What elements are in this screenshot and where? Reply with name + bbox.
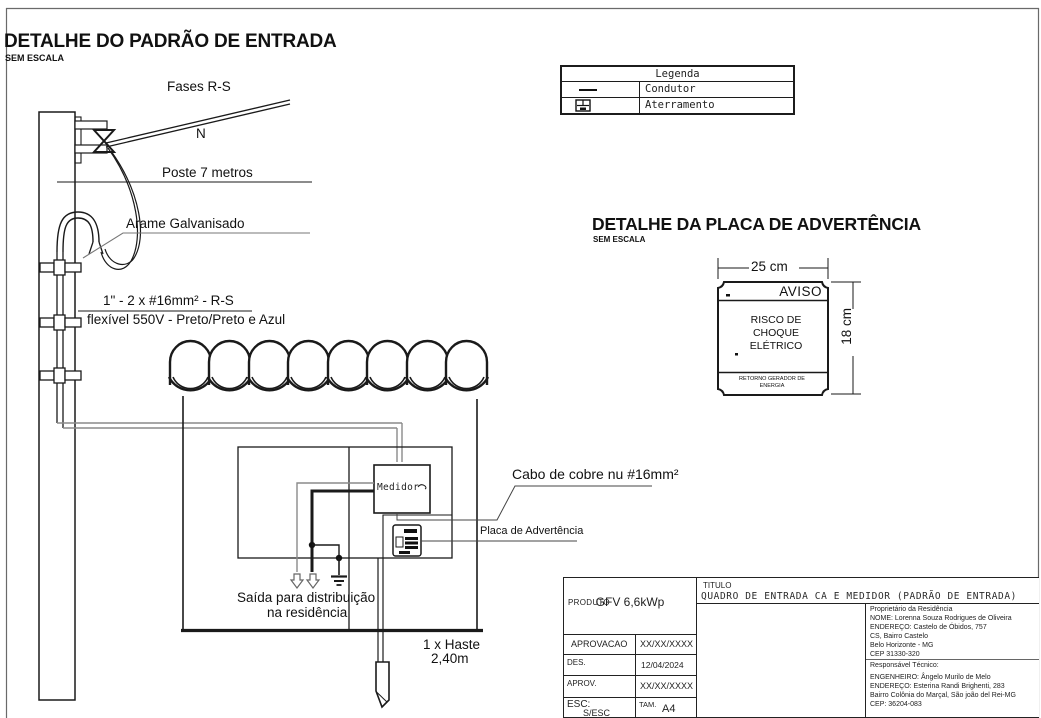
tech-line: CEP: 36204-083 bbox=[870, 700, 922, 708]
dimension-lines bbox=[717, 258, 861, 395]
gooseneck-conduit bbox=[56, 211, 104, 255]
legend-label: Aterramento bbox=[645, 99, 715, 111]
plate-body-line: ELÉTRICO bbox=[749, 340, 803, 352]
neutro-label: N bbox=[196, 126, 206, 141]
ground-symbol bbox=[331, 575, 347, 586]
medidor-label: Medidor bbox=[377, 482, 420, 493]
plate-width-dimension: 25 cm bbox=[751, 259, 788, 274]
row-value: XX/XX/XXXX bbox=[640, 639, 694, 649]
meter-box bbox=[373, 464, 431, 514]
haste-label-line2: 2,40m bbox=[431, 651, 469, 666]
haste-label-line1: 1 x Haste bbox=[423, 637, 481, 652]
plate-footer-line: ENERGIA bbox=[759, 382, 785, 389]
legend-row-aterramento: Aterramento bbox=[562, 98, 793, 113]
roof-tiles bbox=[167, 339, 490, 392]
produto-value: GFV 6,6kWp bbox=[595, 595, 665, 609]
plate-height-dimension: 18 cm bbox=[839, 308, 854, 345]
tech-line: ENDEREÇO: Esterina Randi Brighenti, 283 bbox=[870, 682, 1005, 690]
tech-info: Responsável Técnico: ENGENHEIRO: Ângelo … bbox=[866, 660, 1039, 710]
down-arrow-icon bbox=[305, 573, 321, 589]
main-title: DETALHE DO PADRÃO DE ENTRADA bbox=[4, 31, 337, 52]
design-row: DES. 12/04/2024 bbox=[564, 655, 696, 676]
esc-value: S/ESC bbox=[583, 708, 611, 718]
plate-footer-text: RETORNO GERADOR DE ENERGIA bbox=[718, 376, 826, 389]
ground-symbol-icon bbox=[575, 99, 591, 112]
scale-size-row: ESC: S/ESC TAM. A4 bbox=[564, 698, 696, 718]
service-drop-wires bbox=[100, 99, 291, 270]
tam-label: TAM. bbox=[639, 700, 657, 709]
down-arrow-icon bbox=[289, 573, 305, 589]
phase-wire bbox=[310, 489, 374, 572]
conduit-spec-label: 1" - 2 x #16mm² - R-S bbox=[103, 293, 234, 308]
plate-body-line: RISCO DE bbox=[750, 314, 802, 326]
owner-line: NOME: Lorenna Souza Rodrigues de Oliveir… bbox=[870, 614, 1012, 622]
main-subtitle: SEM ESCALA bbox=[5, 53, 65, 63]
owner-line: Belo Horizonte - MG bbox=[870, 641, 934, 649]
utility-pole bbox=[38, 111, 117, 701]
owner-heading: Proprietário da Residência bbox=[870, 606, 953, 613]
tech-line: Bairro Colônia do Marçal, São joão del R… bbox=[870, 691, 1016, 699]
conduit-clamps bbox=[39, 259, 82, 384]
cable-spec-label: flexível 550V - Preto/Preto e Azul bbox=[87, 312, 286, 327]
house bbox=[167, 339, 490, 633]
owner-line: CS, Bairro Castelo bbox=[870, 632, 928, 640]
arame-leader-line bbox=[82, 232, 310, 259]
panel-wiring bbox=[289, 482, 374, 589]
cabo-cobre-label: Cabo de cobre nu #16mm² bbox=[512, 466, 679, 482]
approv-row: APROV. XX/XX/XXXX bbox=[564, 676, 696, 698]
fases-label: Fases R-S bbox=[167, 79, 231, 94]
title-block-empty-area bbox=[697, 604, 865, 718]
arame-label: Arame Galvanisado bbox=[126, 216, 245, 231]
legend-label: Condutor bbox=[645, 83, 696, 95]
ground-rod bbox=[375, 558, 390, 709]
reference-lines bbox=[57, 181, 312, 312]
plate-section-subtitle: SEM ESCALA bbox=[593, 235, 646, 244]
esc-label: ESC: bbox=[567, 699, 591, 710]
title-block-right: TITULO QUADRO DE ENTRADA CA E MEDIDOR (P… bbox=[696, 577, 1039, 718]
conductor-line-icon bbox=[579, 89, 597, 92]
tech-line: ENGENHEIRO: Ângelo Murilo de Melo bbox=[870, 673, 991, 681]
legend-table: Legenda Condutor Aterramento bbox=[560, 65, 795, 115]
title-block-left: PRODUTO GFV 6,6kWp APROVACAO XX/XX/XXXX … bbox=[563, 577, 697, 718]
saida-label-line2: na residência bbox=[267, 605, 348, 620]
plate-header-text: AVISO bbox=[779, 284, 822, 299]
row-label: APROV. bbox=[564, 676, 636, 697]
plate-section-title: DETALHE DA PLACA DE ADVERTÊNCIA bbox=[592, 214, 921, 234]
produto-label: PRODUTO bbox=[568, 598, 610, 607]
leader-lines bbox=[396, 485, 652, 542]
row-value: 12/04/2024 bbox=[641, 660, 684, 670]
plate-body-text: RISCO DE CHOQUE ELÉTRICO bbox=[728, 314, 824, 353]
approval-row: APROVACAO XX/XX/XXXX bbox=[564, 635, 696, 655]
tam-value: A4 bbox=[662, 703, 676, 715]
placa-advertencia-label: Placa de Advertência bbox=[480, 525, 584, 537]
titulo-value: QUADRO DE ENTRADA CA E MEDIDOR (PADRÃO D… bbox=[701, 591, 1017, 602]
row-value: XX/XX/XXXX bbox=[640, 681, 694, 691]
warning-plate-mini-icon bbox=[392, 524, 422, 557]
tech-heading: Responsável Técnico: bbox=[870, 662, 939, 669]
cabo-leader-line bbox=[396, 485, 652, 521]
row-label: DES. bbox=[564, 655, 636, 675]
warning-plate-detail bbox=[717, 258, 861, 396]
neutral-wire bbox=[296, 482, 374, 572]
entrance-conduit bbox=[56, 252, 403, 462]
saida-label-line1: Saída para distribuição bbox=[237, 590, 376, 605]
entrance-panel bbox=[237, 446, 453, 630]
titulo-label: TITULO bbox=[703, 581, 732, 590]
owner-info: Proprietário da Residência NOME: Lorenna… bbox=[866, 604, 1039, 660]
meter-leader-curl bbox=[417, 484, 427, 490]
plate-footer-line: RETORNO GERADOR DE bbox=[739, 376, 805, 382]
legend-title: Legenda bbox=[562, 67, 793, 82]
owner-line: ENDEREÇO: Castelo de Óbidos, 757 bbox=[870, 623, 987, 631]
poste-label: Poste 7 metros bbox=[162, 165, 253, 180]
owner-line: CEP 31330-320 bbox=[870, 650, 920, 658]
legend-row-condutor: Condutor bbox=[562, 82, 793, 98]
plate-body-line: CHOQUE bbox=[752, 327, 800, 339]
row-label: APROVACAO bbox=[564, 635, 636, 654]
